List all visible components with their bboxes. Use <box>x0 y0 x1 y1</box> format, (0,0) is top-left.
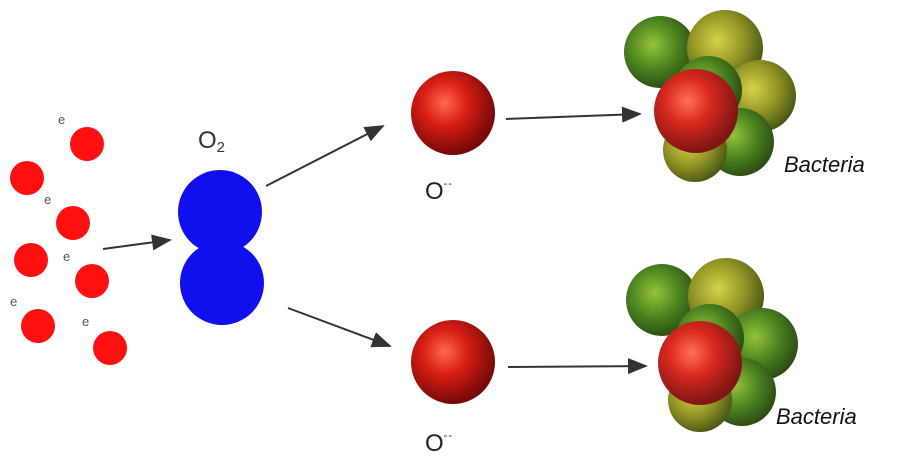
bacteria-cluster-top <box>624 10 796 182</box>
superoxide-symbol: O <box>425 178 444 205</box>
electron <box>56 206 90 240</box>
bacterium <box>626 264 698 336</box>
bacterium <box>624 16 696 88</box>
bacterium-superoxide-attached <box>658 321 742 405</box>
electron-label: e <box>63 249 71 264</box>
bacterium-superoxide-attached <box>654 69 738 153</box>
oxygen-molecule <box>178 170 264 325</box>
arrow-oxygen-to-superoxide-bottom <box>287 307 392 348</box>
oxygen-atom <box>178 170 262 254</box>
electron <box>21 309 55 343</box>
superoxide-symbol: O <box>425 430 444 457</box>
superoxide-label-top: O-- <box>425 178 453 206</box>
electron <box>10 161 44 195</box>
oxygen-label: O2 <box>198 127 226 156</box>
superoxide-charge: -- <box>443 178 453 190</box>
electron <box>70 127 104 161</box>
bacteria-cluster-bottom <box>626 258 798 432</box>
electron-label: e <box>44 192 52 207</box>
superoxide-label-bottom: O-- <box>425 430 453 458</box>
electron-label: e <box>10 294 18 309</box>
electron <box>75 264 109 298</box>
arrow-superoxide-to-bacteria-bottom <box>507 358 648 375</box>
electron-label: e <box>58 112 66 127</box>
superoxide-ion-bottom <box>411 320 495 404</box>
arrow-superoxide-to-bacteria-top <box>505 106 642 123</box>
oxygen-atom <box>180 241 264 325</box>
electron <box>93 331 127 365</box>
electron-label: e <box>82 314 90 329</box>
arrow-electrons-to-oxygen <box>102 234 172 251</box>
electron-cluster <box>10 127 127 365</box>
arrow-oxygen-to-superoxide-top <box>265 125 385 187</box>
bacteria-label-bottom: Bacteria <box>776 404 857 429</box>
superoxide-ion-top <box>411 71 495 155</box>
bacteria-label-top: Bacteria <box>784 152 865 177</box>
superoxide-charge: -- <box>443 430 453 442</box>
electron <box>14 243 48 277</box>
